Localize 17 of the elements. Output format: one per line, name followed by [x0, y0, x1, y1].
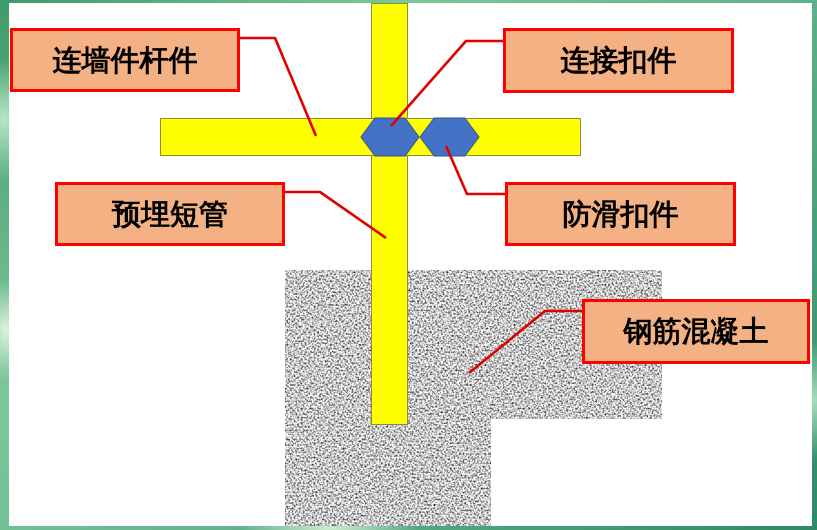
- callout-box: [55, 182, 285, 246]
- vertical-pipe: [371, 3, 408, 425]
- callout-text: 连接扣件: [560, 43, 676, 78]
- leader-line: [240, 36, 318, 136]
- callout-text: 预埋短管: [112, 196, 228, 232]
- callout-box: [10, 28, 240, 92]
- callout-box: [582, 299, 810, 364]
- leader-line: [444, 145, 505, 196]
- hexagon-coupler: [361, 118, 419, 156]
- horizontal-rod: [160, 118, 581, 156]
- leader-line: [285, 190, 387, 240]
- callout-box: [503, 28, 734, 93]
- callout-text: 钢筋混凝土: [624, 314, 768, 349]
- callout-box: [505, 182, 736, 246]
- callout-text: 防滑扣件: [562, 196, 678, 232]
- callout-text: 连墙件杆件: [52, 42, 198, 78]
- hexagon-coupler: [420, 118, 479, 156]
